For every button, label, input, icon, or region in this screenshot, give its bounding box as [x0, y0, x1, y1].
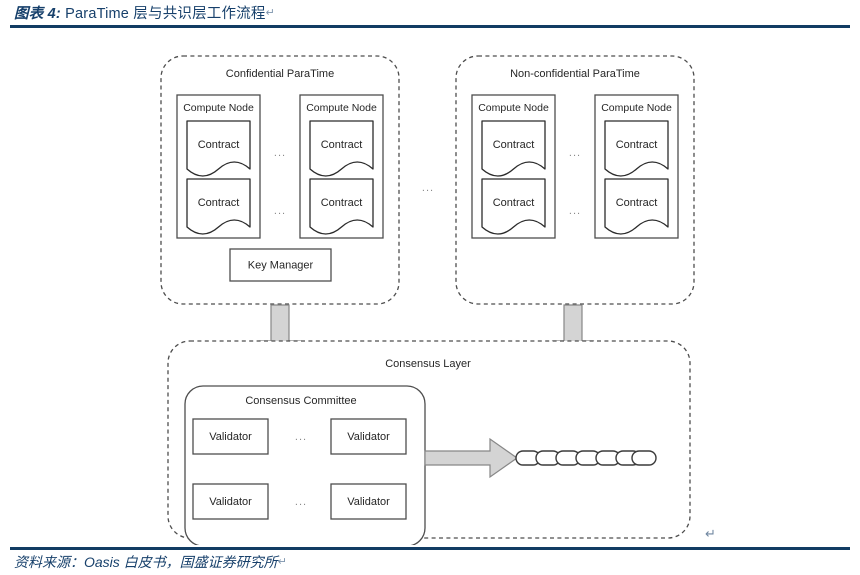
contract-document-icon [309, 120, 374, 177]
contract-document-icon [481, 120, 546, 177]
contract-label: Contract [616, 197, 658, 209]
validator-row-ellipsis: ... [295, 431, 307, 443]
contract-label: Contract [198, 197, 240, 209]
blockchain-chain-icon [515, 450, 657, 466]
compute-node-label: Compute Node [601, 102, 672, 114]
contract-document-icon [186, 120, 251, 177]
figure-source: 资料来源：Oasis 白皮书，国盛证券研究所↵ [14, 552, 287, 572]
caption-top-rule [10, 25, 850, 28]
figure-source-text: 资料来源：Oasis 白皮书，国盛证券研究所 [14, 554, 278, 570]
contract-document-icon [186, 178, 251, 235]
key-manager-label: Key Manager [248, 259, 314, 271]
contract-document-icon [481, 178, 546, 235]
contract-row-ellipsis: ... [569, 205, 581, 217]
contract-label: Contract [493, 139, 535, 151]
paratime-confidential-title: Confidential ParaTime [226, 68, 334, 80]
diagram-end-paragraph-mark-icon: ↵ [705, 526, 716, 541]
consensus-layer: Consensus Layer Consensus Committee Vali… [167, 340, 691, 545]
compute-node-label: Compute Node [183, 102, 254, 114]
validator-label: Validator [347, 496, 390, 508]
compute-node-label: Compute Node [478, 102, 549, 114]
validator-box [330, 483, 407, 520]
contract-document-icon [604, 178, 669, 235]
contract-row-ellipsis: ... [569, 147, 581, 159]
figure-caption-text: ParaTime 层与共识层工作流程 [65, 6, 266, 22]
contract-label: Contract [616, 139, 658, 151]
compute-node: Compute Node Contract Contract [176, 94, 261, 239]
paratime-non-confidential: Non-confidential ParaTime Compute Node C… [455, 55, 695, 305]
figure-caption-label: 图表 4: [14, 6, 61, 22]
paragraph-mark-icon: ↵ [277, 556, 287, 568]
chain-link [631, 450, 657, 466]
validator-box [330, 418, 407, 455]
validator-label: Validator [209, 496, 252, 508]
key-manager-box [229, 248, 332, 282]
arrow-right-to-chain-icon [424, 437, 519, 479]
compute-node: Compute Node Contract Contract [594, 94, 679, 239]
contract-document-icon [604, 120, 669, 177]
paragraph-mark-icon: ↵ [265, 7, 276, 19]
contract-label: Contract [493, 197, 535, 209]
validator-box [192, 418, 269, 455]
figure-diagram: Confidential ParaTime Compute Node Contr… [0, 30, 860, 545]
validator-box [192, 483, 269, 520]
validator-row-ellipsis: ... [295, 496, 307, 508]
compute-node-label: Compute Node [306, 102, 377, 114]
source-top-rule [10, 547, 850, 550]
paratime-non-confidential-title: Non-confidential ParaTime [510, 68, 640, 80]
consensus-layer-title: Consensus Layer [385, 358, 471, 370]
validator-label: Validator [209, 431, 252, 443]
validator-label: Validator [347, 431, 390, 443]
contract-label: Contract [321, 139, 363, 151]
compute-node: Compute Node Contract Contract [471, 94, 556, 239]
paratime-confidential: Confidential ParaTime Compute Node Contr… [160, 55, 400, 305]
contract-document-icon [309, 178, 374, 235]
consensus-committee-title: Consensus Committee [245, 395, 356, 407]
contract-label: Contract [321, 197, 363, 209]
figure-caption: 图表 4: ParaTime 层与共识层工作流程↵ [14, 2, 275, 23]
paratime-ellipsis: ... [422, 182, 434, 194]
contract-row-ellipsis: ... [274, 205, 286, 217]
consensus-committee-box [184, 385, 426, 545]
contract-row-ellipsis: ... [274, 147, 286, 159]
contract-label: Contract [198, 139, 240, 151]
compute-node: Compute Node Contract Contract [299, 94, 384, 239]
